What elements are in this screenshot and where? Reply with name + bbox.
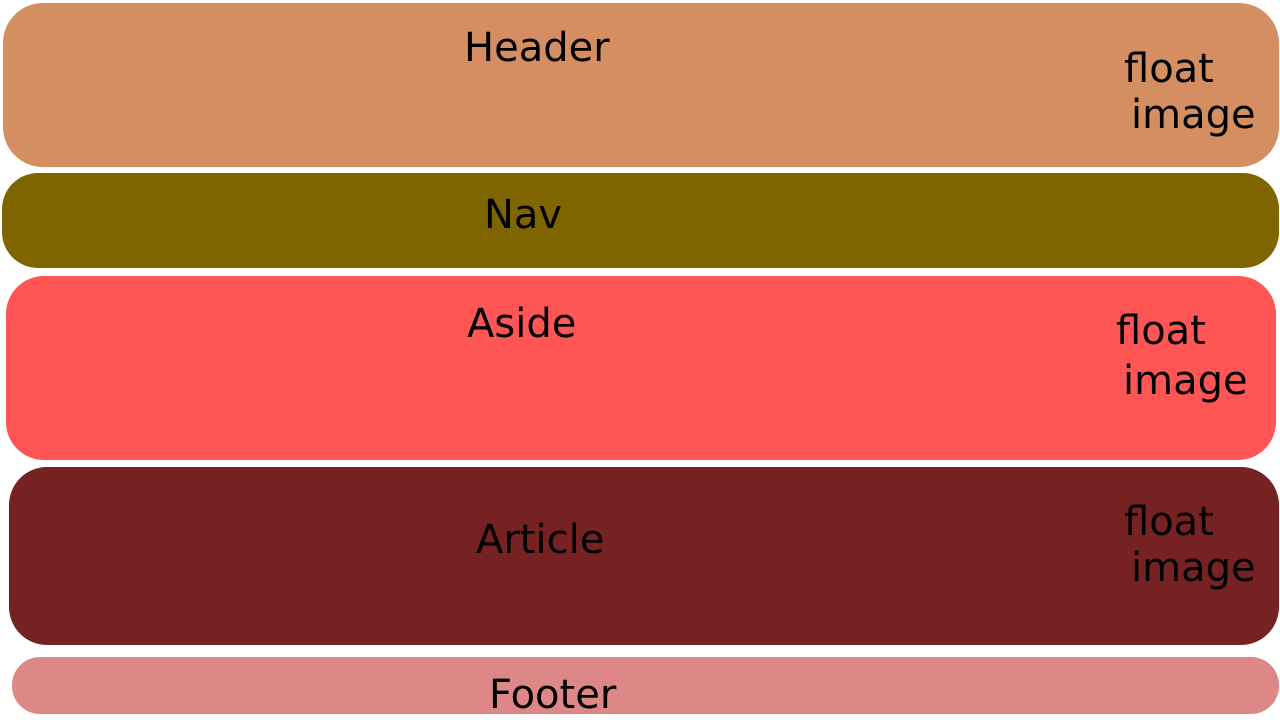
header-label: Header bbox=[464, 25, 610, 71]
aside-label: Aside bbox=[467, 301, 577, 347]
nav-label: Nav bbox=[484, 192, 563, 238]
nav-block bbox=[2, 173, 1279, 268]
footer-block bbox=[12, 657, 1279, 714]
header-float-line2: image bbox=[1131, 92, 1256, 138]
article-float-line1: float bbox=[1124, 499, 1214, 545]
aside-float-line2: image bbox=[1123, 358, 1248, 404]
article-block bbox=[9, 467, 1279, 645]
aside-float-image-note: float image bbox=[1116, 306, 1248, 406]
header-block bbox=[3, 3, 1279, 167]
article-label: Article bbox=[476, 517, 605, 563]
aside-block bbox=[6, 276, 1276, 460]
footer-label: Footer bbox=[489, 672, 617, 718]
article-float-line2: image bbox=[1131, 545, 1256, 591]
aside-float-line1: float bbox=[1116, 308, 1206, 354]
article-float-image-note: float image bbox=[1124, 499, 1256, 591]
header-float-line1: float bbox=[1124, 46, 1214, 92]
header-float-image-note: float image bbox=[1124, 46, 1256, 138]
